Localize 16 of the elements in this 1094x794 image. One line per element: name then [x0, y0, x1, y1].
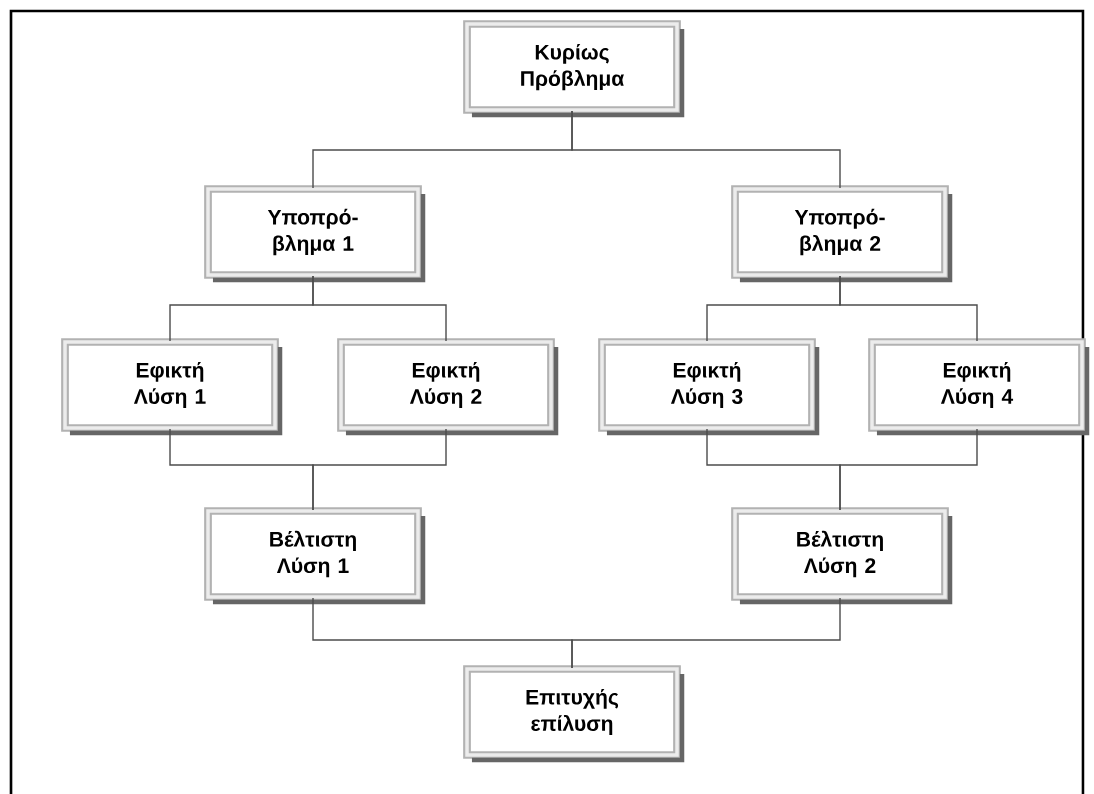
process-box: Κυρίως Πρόβλημα — [463, 20, 685, 118]
connector — [839, 428, 978, 511]
process-box: Βέλτιστη Λύση 2 — [731, 507, 953, 605]
process-box: Βέλτιστη Λύση 1 — [204, 507, 426, 605]
connector — [312, 428, 447, 511]
connector — [571, 597, 841, 669]
process-box: Υποπρό- βλημα 2 — [731, 185, 953, 283]
connector — [312, 275, 447, 342]
process-box: Εφικτή Λύση 1 — [61, 338, 283, 436]
process-box: Υποπρό- βλημα 1 — [204, 185, 426, 283]
process-box: Εφικτή Λύση 4 — [868, 338, 1090, 436]
process-box: Επιτυχής επίλυση — [463, 665, 685, 763]
connector — [571, 110, 841, 189]
process-box: Εφικτή Λύση 2 — [337, 338, 559, 436]
connector — [839, 275, 978, 342]
process-box: Εφικτή Λύση 3 — [598, 338, 820, 436]
